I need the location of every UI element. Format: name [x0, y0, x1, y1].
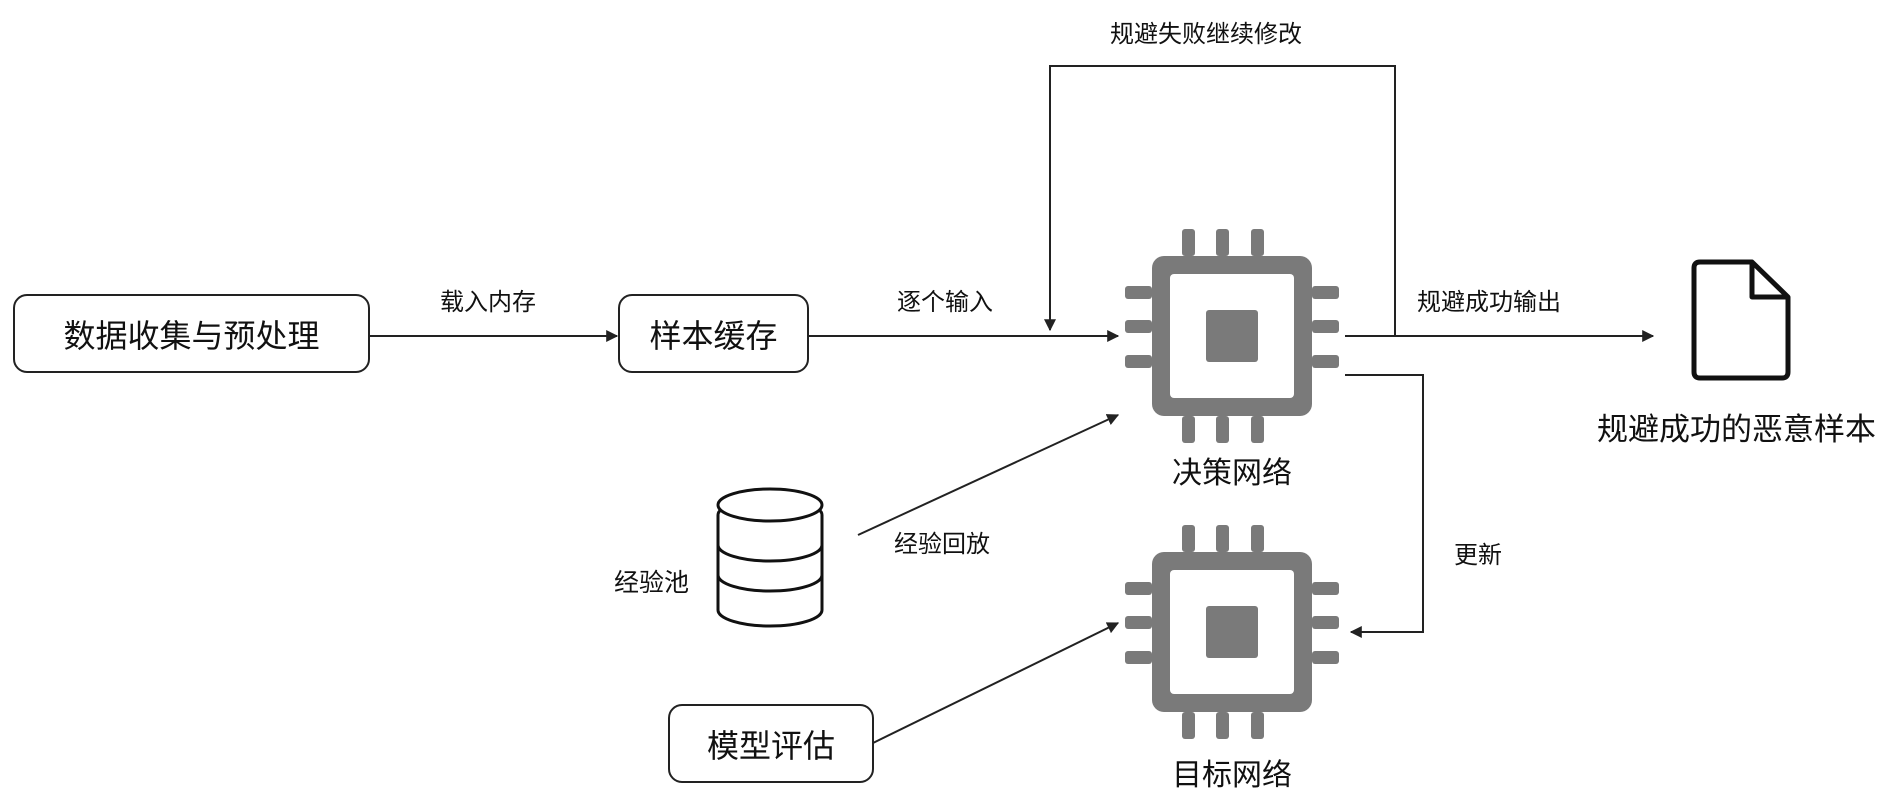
database-icon	[716, 487, 824, 628]
node-model-evaluation: 模型评估	[668, 704, 874, 783]
document-icon	[1691, 259, 1791, 381]
edge-label-evasion-failed: 规避失败继续修改	[1110, 20, 1302, 48]
edge-label-evasion-success: 规避成功输出	[1417, 288, 1561, 316]
edge-label-experience-replay: 经验回放	[894, 530, 990, 558]
node-data-collection: 数据收集与预处理	[13, 294, 370, 373]
output-sample-label: 规避成功的恶意样本	[1597, 412, 1876, 448]
node-sample-cache-label: 样本缓存	[649, 316, 778, 355]
node-model-evaluation-label: 模型评估	[706, 726, 835, 765]
node-data-collection-label: 数据收集与预处理	[63, 316, 320, 355]
edge-model-evaluation	[872, 622, 1120, 744]
edge-label-load-memory: 载入内存	[440, 288, 536, 316]
target-network-label: 目标网络	[1172, 758, 1292, 793]
experience-pool-label: 经验池	[614, 568, 690, 597]
node-sample-cache: 样本缓存	[618, 294, 809, 373]
edge-label-update: 更新	[1454, 541, 1502, 569]
edge-evasion-failed-loop	[1044, 65, 1396, 336]
decision-network-label: 决策网络	[1172, 456, 1292, 491]
target-network-chip-icon	[1125, 525, 1339, 739]
edge-label-input-one-by-one: 逐个输入	[897, 288, 993, 316]
edge-experience-replay	[857, 414, 1120, 536]
edge-update	[1345, 374, 1424, 638]
decision-network-chip-icon	[1125, 229, 1339, 443]
